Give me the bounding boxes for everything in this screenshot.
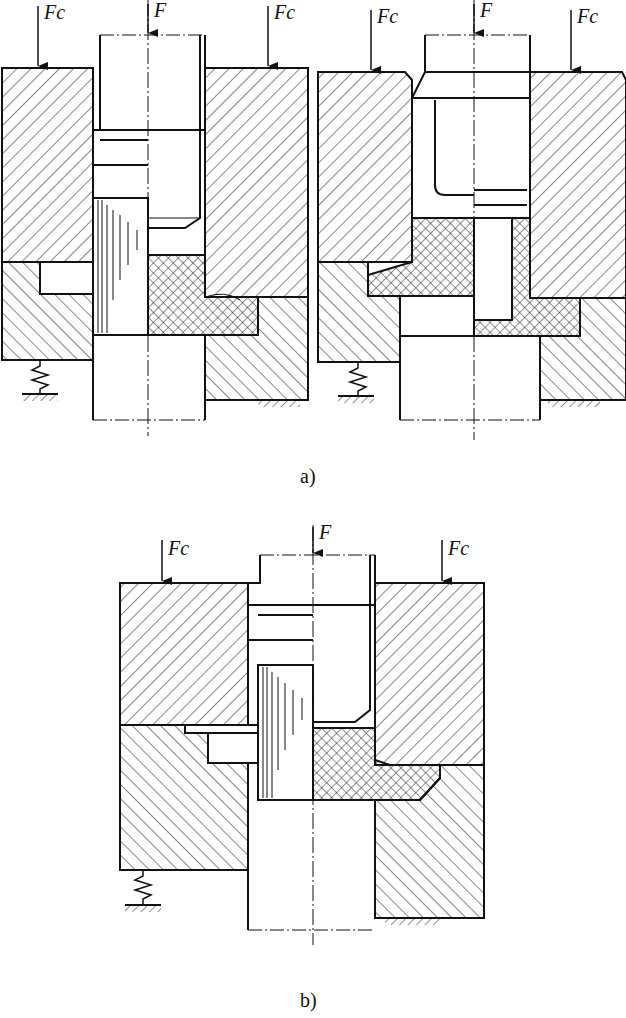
force-label: F [154,0,166,20]
figure-caption: b) [300,990,317,1010]
force-label: Fc [168,538,189,558]
force-label: F [480,0,492,20]
force-label: Fc [44,2,65,22]
figure-caption: a) [300,466,316,486]
force-label: F [319,522,331,542]
force-label: Fc [377,6,398,26]
force-label: Fc [274,2,295,22]
force-label: Fc [577,6,598,26]
force-label: Fc [448,538,469,558]
